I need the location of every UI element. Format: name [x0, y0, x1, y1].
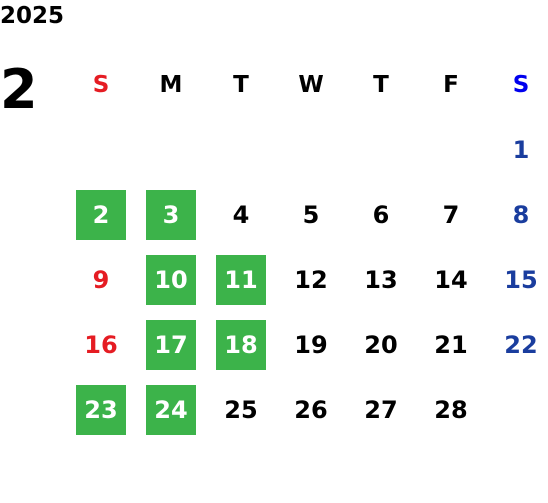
empty-day-cell: [216, 125, 266, 175]
empty-day-cell: [146, 125, 196, 175]
day-cell-20: 20: [364, 331, 398, 359]
empty-day-cell: [426, 125, 476, 175]
month-number: 2: [0, 58, 38, 121]
day-cell-22: 22: [504, 331, 538, 359]
empty-day-cell: [286, 125, 336, 175]
day-cell-2: 2: [76, 190, 126, 240]
weekday-tuesday: T: [233, 72, 249, 98]
day-cell-25: 25: [224, 396, 258, 424]
day-cell-7: 7: [442, 201, 460, 229]
day-cell-19: 19: [294, 331, 328, 359]
day-cell-4: 4: [232, 201, 250, 229]
day-cell-13: 13: [364, 266, 398, 294]
day-cell-5: 5: [302, 201, 320, 229]
day-cell-12: 12: [294, 266, 328, 294]
day-cell-21: 21: [434, 331, 468, 359]
day-cell-1: 1: [512, 136, 530, 164]
day-cell-3: 3: [146, 190, 196, 240]
weekday-friday: F: [443, 72, 459, 98]
week-row: 1: [66, 125, 548, 175]
day-cell-18: 18: [216, 320, 266, 370]
weekday-sunday: S: [92, 72, 110, 98]
year-label: 2025: [0, 3, 65, 29]
empty-day-cell: [356, 125, 406, 175]
day-cell-9: 9: [92, 266, 110, 294]
empty-day-cell: [76, 125, 126, 175]
week-row: 16 17 18 19 20 21 22: [66, 320, 548, 370]
day-cell-17: 17: [146, 320, 196, 370]
week-row: 23 24 25 26 27 28: [66, 385, 548, 435]
day-cell-23: 23: [76, 385, 126, 435]
day-cell-11: 11: [216, 255, 266, 305]
day-cell-14: 14: [434, 266, 468, 294]
weekday-saturday: S: [512, 72, 530, 98]
weekday-wednesday: W: [298, 72, 324, 98]
day-cell-27: 27: [364, 396, 398, 424]
week-row: 9 10 11 12 13 14 15: [66, 255, 548, 305]
empty-day-cell: [496, 385, 546, 435]
day-cell-26: 26: [294, 396, 328, 424]
weekday-monday: M: [159, 72, 183, 98]
day-cell-28: 28: [434, 396, 468, 424]
day-cell-15: 15: [504, 266, 538, 294]
weekday-header: S M T W T F S: [66, 60, 548, 110]
day-cell-6: 6: [372, 201, 390, 229]
day-cell-8: 8: [512, 201, 530, 229]
day-cell-10: 10: [146, 255, 196, 305]
day-cell-16: 16: [84, 331, 118, 359]
weekday-thursday: T: [373, 72, 389, 98]
day-cell-24: 24: [146, 385, 196, 435]
